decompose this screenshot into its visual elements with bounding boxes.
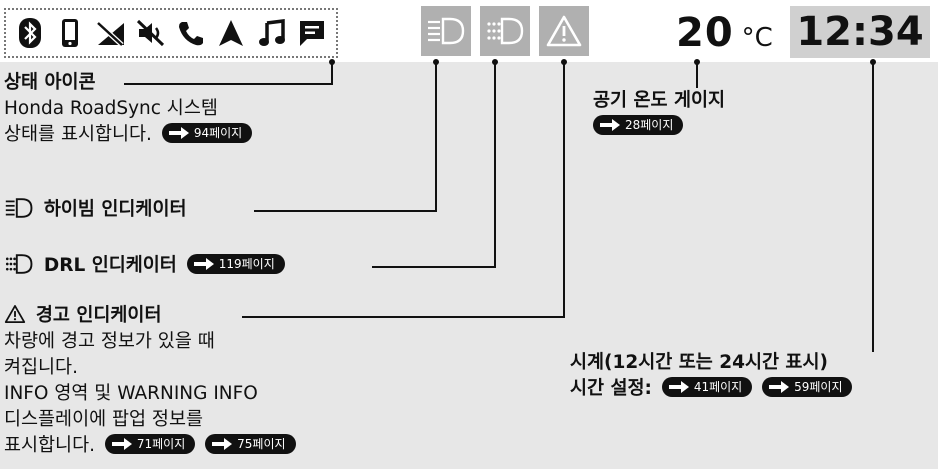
leader-line [254, 210, 437, 212]
callout-title: 하이빔 인디케이터 [43, 199, 187, 220]
high-beam-icon [428, 17, 465, 45]
air-temp-callout: 공기 온도 게이지 28페이지 [593, 88, 725, 140]
call-icon [176, 18, 206, 48]
drl-tile [480, 6, 530, 56]
page-reference-link[interactable]: 28페이지 [593, 115, 684, 135]
callout-text: Honda RoadSync 시스템 [4, 98, 218, 119]
leader-line [563, 62, 565, 318]
status-icon-group [4, 8, 338, 58]
bluetooth-icon [15, 18, 45, 48]
warning-callout: 경고 인디케이터 차량에 경고 정보가 있을 때 켜집니다. INFO 영역 및… [4, 303, 296, 459]
phone-icon [55, 18, 85, 48]
arrow-right-icon [769, 381, 790, 393]
warning-tile [539, 6, 589, 56]
callout-text: 켜집니다. [4, 357, 78, 378]
callout-text: 디스플레이에 팝업 정보를 [4, 409, 203, 430]
status-icon-callout: 상태 아이콘 Honda RoadSync 시스템 상태를 표시합니다. 94페… [4, 70, 253, 148]
mute-icon [136, 18, 166, 48]
page-reference-link[interactable]: 59페이지 [762, 377, 853, 397]
callout-text: INFO 영역 및 WARNING INFO [4, 383, 258, 404]
callout-title: 경고 인디케이터 [35, 305, 162, 326]
callout-title: 상태 아이콘 [4, 72, 96, 93]
callout-text: 시간 설정: [570, 378, 652, 399]
leader-line [872, 62, 874, 352]
instrument-display-bar: 20 °C 12:34 [0, 0, 938, 62]
high-beam-callout: 하이빔 인디케이터 [4, 197, 187, 223]
high-beam-icon [5, 198, 33, 218]
page-reference-link[interactable]: 94페이지 [161, 123, 253, 143]
page-reference-link[interactable]: 71페이지 [104, 434, 196, 454]
warning-icon [4, 305, 26, 323]
temperature-unit: °C [741, 23, 773, 53]
page-reference-link[interactable]: 75페이지 [205, 434, 296, 454]
arrow-right-icon [600, 119, 620, 131]
leader-line [331, 62, 333, 84]
arrow-right-icon [193, 258, 214, 270]
drl-callout: DRL 인디케이터 119페이지 [4, 253, 285, 279]
leader-line [435, 62, 437, 212]
message-icon [297, 18, 327, 48]
leader-dot [492, 59, 498, 65]
page-reference-link[interactable]: 119페이지 [186, 254, 285, 274]
navigation-icon [216, 18, 246, 48]
drl-icon [487, 17, 524, 45]
arrow-right-icon [111, 438, 132, 450]
leader-dot [329, 59, 335, 65]
air-temperature-readout: 20 °C [676, 10, 773, 60]
warning-icon [546, 15, 582, 47]
callout-text: 상태를 표시합니다. [4, 124, 152, 145]
callout-title: 시계(12시간 또는 24시간 표시) [570, 352, 828, 373]
page-reference-link[interactable]: 41페이지 [661, 377, 753, 397]
arrow-right-icon [168, 127, 189, 139]
clock-readout: 12:34 [790, 6, 930, 58]
leader-line [124, 83, 333, 85]
leader-line [696, 62, 698, 88]
callout-title: 공기 온도 게이지 [593, 90, 726, 111]
callout-text: 표시합니다. [4, 435, 95, 456]
leader-dot [694, 59, 700, 65]
temperature-value: 20 [676, 10, 734, 56]
drl-icon [5, 254, 33, 274]
clock-callout: 시계(12시간 또는 24시간 표시) 시간 설정: 41페이지 59페이지 [570, 350, 853, 402]
callout-text: 차량에 경고 정보가 있을 때 [4, 331, 215, 352]
leader-dot [870, 59, 876, 65]
leader-dot [561, 59, 567, 65]
no-signal-icon [95, 18, 126, 48]
leader-line [242, 316, 565, 318]
arrow-right-icon [212, 438, 233, 450]
arrow-right-icon [668, 381, 689, 393]
leader-line [372, 266, 496, 268]
music-icon [257, 18, 287, 48]
leader-dot [433, 59, 439, 65]
callout-title: DRL 인디케이터 [43, 255, 177, 276]
high-beam-tile [421, 6, 471, 56]
leader-line [494, 62, 496, 268]
